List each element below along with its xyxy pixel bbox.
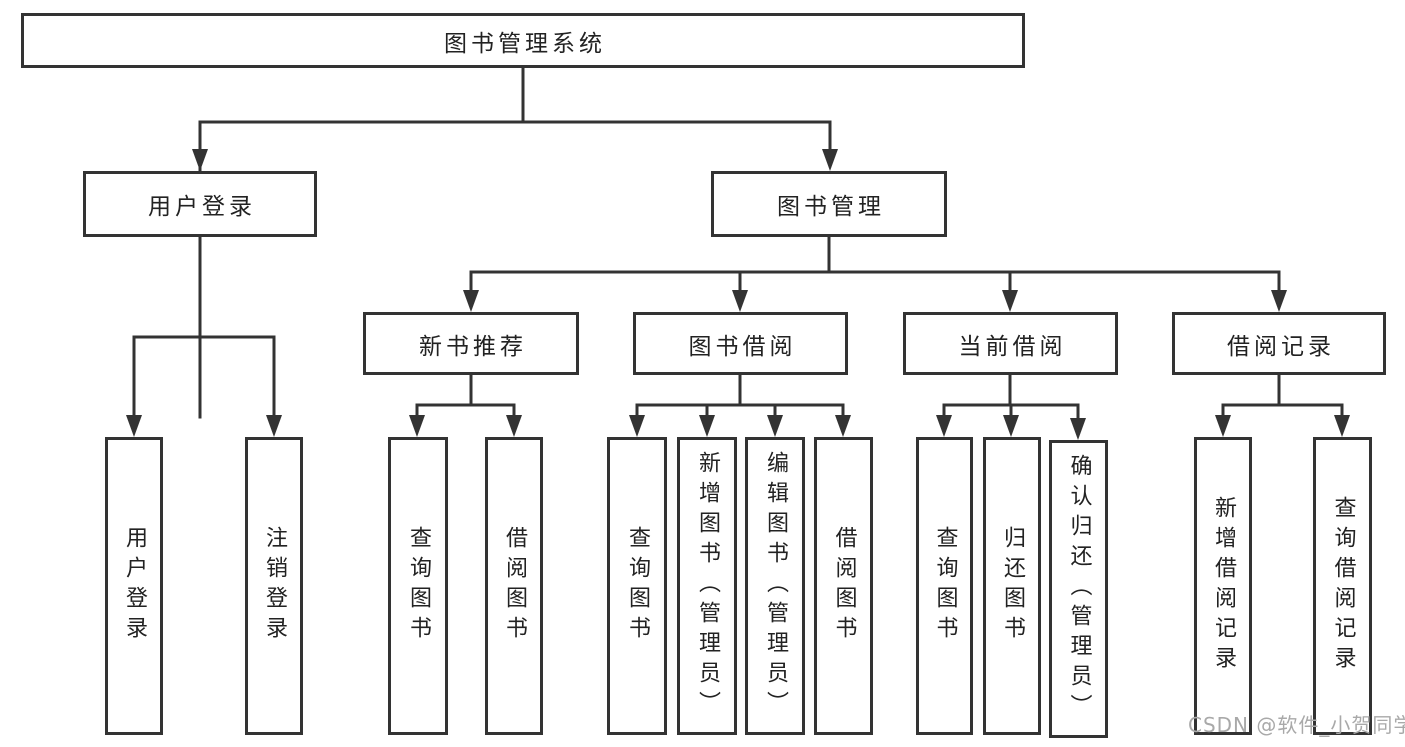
leaf-return-books: 归还图书 — [983, 437, 1041, 735]
arrow-down-icon — [266, 415, 282, 437]
leaf-logout: 注销登录 — [245, 437, 303, 735]
node-label: 查询图书 — [406, 526, 431, 646]
node-label: 查询借阅记录 — [1330, 496, 1356, 676]
arrow-down-icon — [936, 415, 952, 437]
leaf-borrow-books: 借阅图书 — [814, 437, 873, 735]
connector-bookmgmt-fork — [469, 235, 1281, 294]
arrow-down-icon — [463, 290, 479, 312]
connector-root-to-level2 — [198, 66, 832, 419]
node-new-book-recommend: 新书推荐 — [363, 312, 579, 375]
leaf-add-books-admin: 新增图书（管理员） — [677, 437, 737, 735]
arrow-down-icon — [506, 415, 522, 437]
leaf-edit-books-admin: 编辑图书（管理员） — [745, 437, 805, 735]
node-root-system: 图书管理系统 — [21, 13, 1025, 68]
connector-currentborrow-fork — [942, 373, 1080, 424]
arrow-down-icon — [1002, 290, 1018, 312]
node-label: 新增借阅记录 — [1211, 496, 1236, 676]
arrow-down-icon — [1215, 415, 1231, 437]
arrow-down-icon — [1334, 415, 1350, 437]
connector-lines — [132, 66, 1344, 424]
arrow-down-icon — [732, 290, 748, 312]
node-label: 图书管理系统 — [444, 30, 606, 57]
node-label: 查询图书 — [932, 526, 958, 646]
node-label: 借阅图书 — [831, 526, 857, 646]
csdn-watermark: CSDN @软件_小贺同学 — [1188, 713, 1405, 737]
leaf-user-login: 用户登录 — [105, 437, 163, 735]
node-label: 图书管理 — [777, 194, 885, 220]
node-label: 当前借阅 — [958, 333, 1067, 360]
arrow-down-icon — [699, 415, 715, 437]
leaf-confirm-return-admin: 确认归还（管理员） — [1049, 440, 1108, 738]
node-current-borrow: 当前借阅 — [903, 312, 1118, 375]
arrow-down-icon — [126, 415, 142, 437]
connector-newbook-fork — [415, 373, 516, 421]
leaf-query-books-current: 查询图书 — [916, 437, 973, 735]
node-label: 确认归还（管理员） — [1066, 454, 1092, 724]
arrow-down-icon — [629, 415, 645, 437]
node-label: 用户登录 — [122, 526, 147, 646]
node-label: 编辑图书（管理员） — [763, 451, 788, 721]
leaf-query-books-borrow: 查询图书 — [607, 437, 667, 735]
arrow-down-icon — [767, 415, 783, 437]
arrow-down-icon — [409, 415, 425, 437]
arrow-down-icon — [1271, 290, 1287, 312]
node-book-borrow: 图书借阅 — [633, 312, 848, 375]
arrow-down-icon — [192, 149, 208, 171]
node-label: 借阅记录 — [1227, 333, 1335, 360]
arrowheads — [126, 149, 1350, 440]
arrow-down-icon — [835, 415, 851, 437]
node-label: 新增图书（管理员） — [695, 451, 720, 721]
connector-records-fork — [1221, 373, 1344, 421]
node-label: 新书推荐 — [419, 333, 527, 360]
node-label: 借阅图书 — [502, 526, 527, 646]
leaf-query-borrow-record: 查询借阅记录 — [1313, 437, 1372, 735]
connector-userlogin-fork — [132, 235, 276, 421]
node-label: 图书借阅 — [688, 333, 797, 360]
leaf-add-borrow-record: 新增借阅记录 — [1194, 437, 1252, 735]
node-book-management: 图书管理 — [711, 171, 947, 237]
arrow-down-icon — [822, 149, 838, 171]
arrow-down-icon — [1003, 415, 1019, 437]
node-label: 归还图书 — [1000, 526, 1025, 646]
leaf-borrow-books-recommend: 借阅图书 — [485, 437, 543, 735]
node-user-login: 用户登录 — [83, 171, 317, 237]
node-borrow-records: 借阅记录 — [1172, 312, 1386, 375]
node-label: 用户登录 — [148, 194, 256, 220]
node-label: 注销登录 — [262, 526, 287, 646]
leaf-query-books-recommend: 查询图书 — [388, 437, 448, 735]
connector-bookborrow-fork — [635, 373, 845, 421]
arrow-down-icon — [1070, 418, 1086, 440]
node-label: 查询图书 — [625, 526, 650, 646]
